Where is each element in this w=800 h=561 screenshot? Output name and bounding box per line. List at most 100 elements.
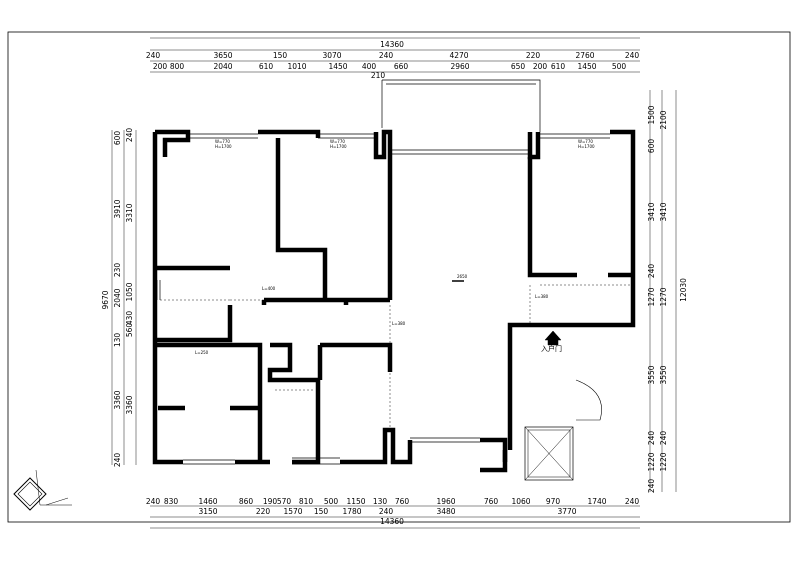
- top_row1-1: 3650: [213, 51, 232, 60]
- beam-label-4: L=250: [195, 350, 209, 355]
- logo-stamp: [13, 469, 72, 511]
- top_row2-11: 610: [551, 62, 566, 71]
- window-label-3b: H=1700: [578, 144, 595, 149]
- top-row3-dim: 210: [371, 71, 386, 80]
- right_inner-2: 3410: [647, 202, 656, 221]
- bottom_row1-2: 1460: [198, 497, 217, 506]
- bottom_row2-6: 3480: [436, 507, 455, 516]
- window-label-1b: H=1700: [215, 144, 232, 149]
- left_outer-0: 600: [113, 131, 122, 146]
- top_row2-12: 1450: [577, 62, 596, 71]
- bottom_row1-6: 810: [299, 497, 314, 506]
- beam-label-3: L=380: [535, 294, 549, 299]
- left_outer-6: 240: [113, 453, 122, 468]
- left_inner-2: 1050: [125, 282, 134, 301]
- bottom_row1-15: 1740: [587, 497, 606, 506]
- top_row2-6: 400: [362, 62, 377, 71]
- right_outer-4: 240: [659, 431, 668, 446]
- bottom-dimensions: 14360: [150, 505, 640, 529]
- bottom_row1-4: 190: [263, 497, 278, 506]
- bottom_row1-1: 830: [164, 497, 179, 506]
- right_inner-7: 1220: [647, 452, 656, 471]
- top_row1-8: 240: [625, 51, 640, 60]
- bottom_row2-1: 220: [256, 507, 271, 516]
- right_inner-4: 1270: [647, 287, 656, 306]
- bottom_row1-0: 240: [146, 497, 161, 506]
- top_row2-13: 500: [612, 62, 627, 71]
- left_inner-4: 560: [125, 323, 134, 338]
- right_outer-0: 2100: [659, 110, 668, 129]
- dashed-lines: [160, 284, 630, 430]
- left_outer-2: 230: [113, 263, 122, 278]
- right_outer-3: 3550: [659, 365, 668, 384]
- entrance-door: 入户门: [541, 330, 602, 421]
- bottom-total-dim: 14360: [380, 517, 404, 526]
- top_row1-7: 2760: [575, 51, 594, 60]
- bottom_row2-7: 3770: [557, 507, 576, 516]
- left_inner-0: 240: [125, 128, 134, 143]
- top_row2-9: 650: [511, 62, 526, 71]
- top_row2-10: 200: [533, 62, 548, 71]
- annotations: W=770 H=1700 W=770 H=1700 W=770 H=1700 L…: [195, 139, 595, 355]
- beam-label-2: L=380: [392, 321, 406, 326]
- right_inner-1: 600: [647, 139, 656, 154]
- top_row1-3: 3070: [322, 51, 341, 60]
- top-dimensions: 14360 210: [150, 37, 640, 80]
- window-label-1: W=770: [215, 139, 230, 144]
- right_inner-8: 240: [647, 479, 656, 494]
- entrance-label: 入户门: [541, 344, 562, 353]
- top-total-dim: 14360: [380, 40, 404, 49]
- left_inner-1: 3310: [125, 203, 134, 222]
- top_row2-0: 200: [153, 62, 168, 71]
- window-label-3: W=770: [578, 139, 593, 144]
- top_row1-5: 4270: [449, 51, 468, 60]
- top_row2-2: 2040: [213, 62, 232, 71]
- bottom_row1-10: 760: [395, 497, 410, 506]
- window-label-2b: H=1700: [330, 144, 347, 149]
- right_inner-5: 3550: [647, 365, 656, 384]
- left_inner-5: 3360: [125, 395, 134, 414]
- bottom_row1-7: 500: [324, 497, 339, 506]
- bottom_row1-3: 860: [239, 497, 254, 506]
- right_inner-0: 1500: [647, 105, 656, 124]
- beam-label-1: L=400: [262, 286, 276, 291]
- right_inner-6: 240: [647, 431, 656, 446]
- top_row1-0: 240: [146, 51, 161, 60]
- left_outer-5: 3360: [113, 390, 122, 409]
- left_outer-1: 3910: [113, 199, 122, 218]
- bottom_row1-14: 970: [546, 497, 561, 506]
- ceiling-height-label: 2650: [457, 274, 468, 279]
- left_outer-3: 2040: [113, 288, 122, 307]
- right_outer-5: 1220: [659, 452, 668, 471]
- top_row1-2: 150: [273, 51, 288, 60]
- right_outer-2: 1270: [659, 287, 668, 306]
- bottom_row2-0: 3150: [198, 507, 217, 516]
- top_row2-4: 1010: [287, 62, 306, 71]
- bottom_row1-12: 760: [484, 497, 499, 506]
- walls: [152, 79, 636, 473]
- left-total-dim: 9670: [101, 290, 110, 309]
- bottom_row1-13: 1060: [511, 497, 530, 506]
- right-dimensions: 12030: [649, 90, 688, 492]
- top_row1-4: 240: [379, 51, 394, 60]
- bottom_row1-5: 570: [277, 497, 292, 506]
- sheet-border: [7, 31, 791, 523]
- bottom_row2-3: 150: [314, 507, 329, 516]
- bottom_row1-8: 1150: [346, 497, 365, 506]
- top_row2-8: 2960: [450, 62, 469, 71]
- right_outer-1: 3410: [659, 202, 668, 221]
- top_row2-7: 660: [394, 62, 409, 71]
- bottom_row2-4: 1780: [342, 507, 361, 516]
- right-total-dim: 12030: [679, 278, 688, 302]
- top_row2-1: 800: [170, 62, 185, 71]
- left_outer-4: 130: [113, 333, 122, 348]
- left_inner-3: 430: [125, 311, 134, 326]
- bottom_row1-11: 1960: [436, 497, 455, 506]
- bottom_row1-9: 130: [373, 497, 388, 506]
- right_inner-3: 240: [647, 264, 656, 279]
- top_row2-5: 1450: [328, 62, 347, 71]
- window-label-2: W=770: [330, 139, 345, 144]
- top_row1-6: 220: [526, 51, 541, 60]
